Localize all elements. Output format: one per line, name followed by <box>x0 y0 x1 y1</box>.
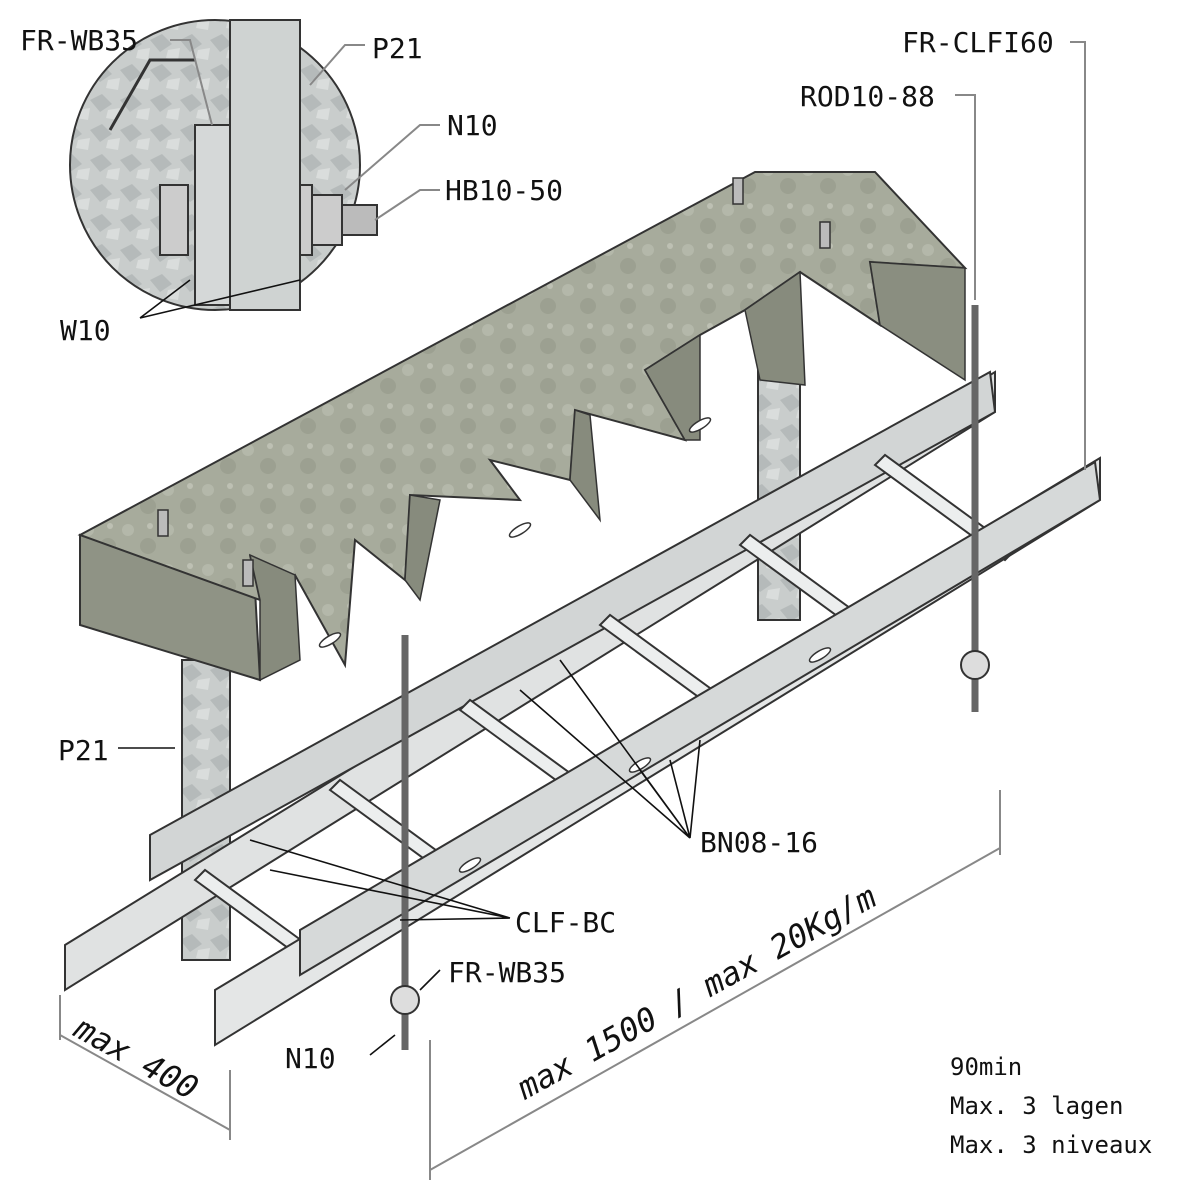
label-nut: N10 <box>285 1042 336 1075</box>
detail-inset <box>69 19 378 311</box>
note-fire-rating: 90min <box>950 1053 1022 1081</box>
label-inset-nut: N10 <box>447 109 498 142</box>
label-wall-bracket: FR-WB35 <box>448 956 566 989</box>
concrete-slab <box>77 171 968 682</box>
anchor-studs <box>157 177 831 587</box>
leader-lines <box>59 39 1086 1180</box>
label-rod: ROD10-88 <box>800 80 935 113</box>
label-profile: P21 <box>58 734 109 767</box>
rod-nut-back <box>960 650 990 680</box>
note-layers-nl: Max. 3 lagen <box>950 1092 1123 1120</box>
label-ladder: FR-CLFI60 <box>902 26 1054 59</box>
label-inset-profile: P21 <box>372 32 423 65</box>
label-inset-wall-bracket: FR-WB35 <box>20 24 138 57</box>
dimension-width: max 400 <box>67 1008 204 1107</box>
label-inset-bolt: HB10-50 <box>445 174 563 207</box>
cable-ladder <box>64 370 1102 1047</box>
note-layers-fr: Max. 3 niveaux <box>950 1131 1152 1159</box>
label-bolt-nut: BN08-16 <box>700 826 818 859</box>
label-inset-washer: W10 <box>60 314 111 347</box>
label-clamp: CLF-BC <box>515 906 616 939</box>
rod-nut-front <box>390 985 420 1015</box>
